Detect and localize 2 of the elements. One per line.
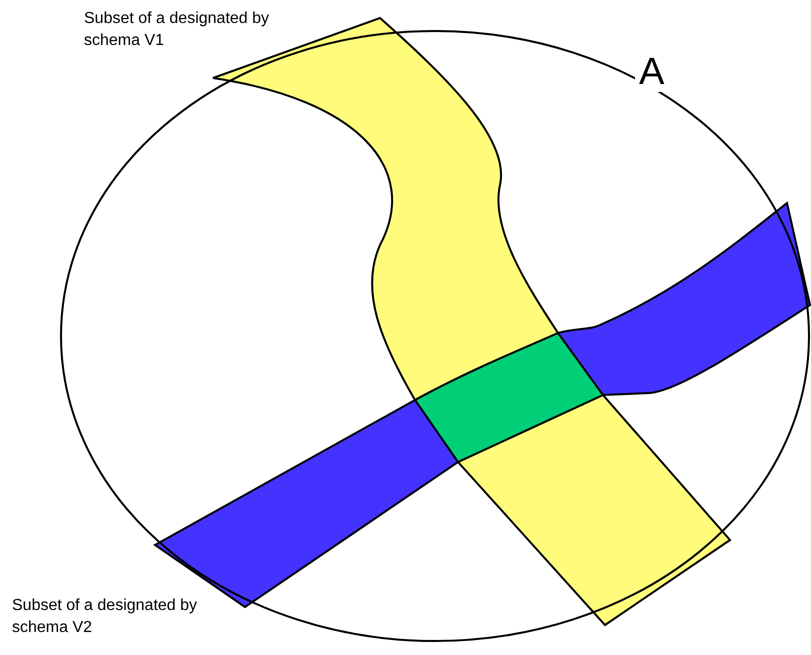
subset-caption: Subset of a designated by schema V2 (12, 596, 198, 638)
subset-caption: Subset of a designated by schema V1 (84, 9, 270, 51)
